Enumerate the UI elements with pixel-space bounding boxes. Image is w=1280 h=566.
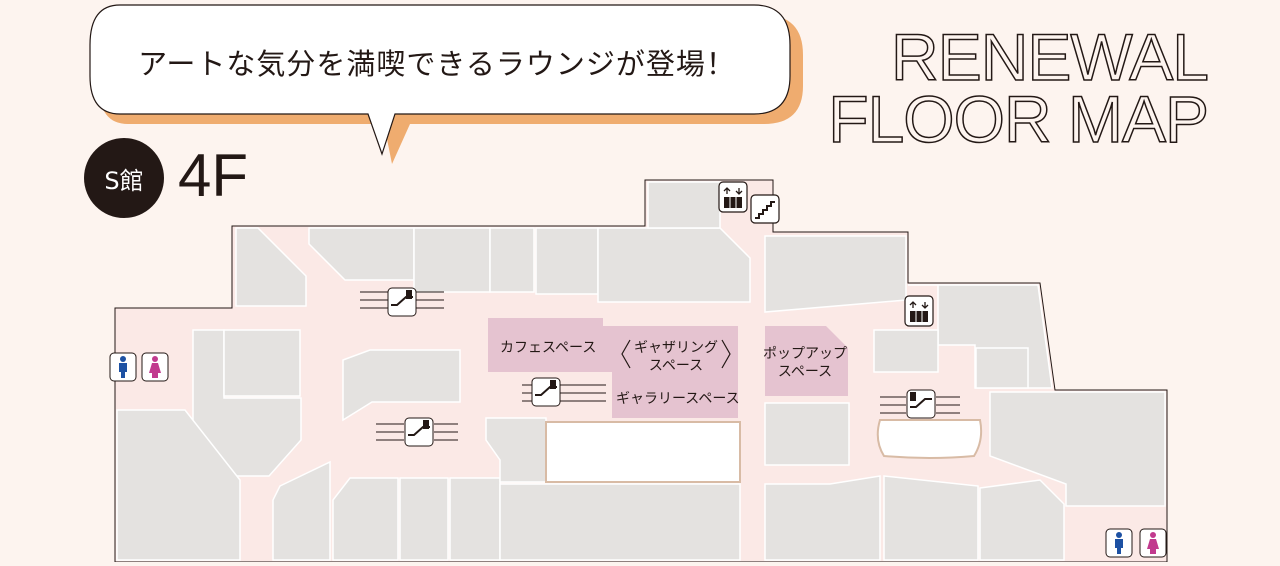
escalator-icon [360, 287, 444, 317]
stage-frame [876, 419, 983, 459]
new-area-zones [488, 318, 848, 418]
cafe-space-label: カフェスペース [500, 340, 597, 356]
popup-zone [765, 326, 848, 396]
mens-restroom-icon [1105, 528, 1133, 558]
building-badge: S館 [84, 138, 164, 218]
title-renewal: RENEWAL [890, 20, 1209, 94]
elevator-icon [904, 295, 934, 327]
popup-space-label-1: ポップアップ [763, 346, 847, 362]
escalator-icon [522, 377, 606, 407]
escalator-icon [376, 417, 458, 447]
womens-restroom-icon [1139, 528, 1167, 558]
gathering-space-label-2: スペース [648, 358, 704, 374]
womens-restroom-icon [141, 352, 169, 382]
gathering-space-label-1: ギャザリング [634, 340, 718, 356]
store-blocks [116, 181, 1166, 561]
title-floor-map: FLOOR MAP [828, 82, 1210, 156]
bracket-right [721, 339, 731, 369]
stairs-icon [750, 194, 780, 224]
speech-bubble-text: アートな気分を満喫できるラウンジが登場！ [138, 47, 736, 81]
gallery-space-label: ギャラリースペース [616, 391, 740, 407]
lounge-zone [488, 318, 738, 418]
popup-space-label-2: スペース [777, 364, 833, 380]
floor-label: 4F [178, 142, 249, 209]
escalator-icon [880, 389, 960, 419]
bracket-left [621, 339, 631, 369]
elevator-icon [718, 181, 748, 213]
gallery-frame [545, 421, 741, 483]
speech-bubble [89, 4, 791, 156]
mens-restroom-icon [109, 352, 137, 382]
